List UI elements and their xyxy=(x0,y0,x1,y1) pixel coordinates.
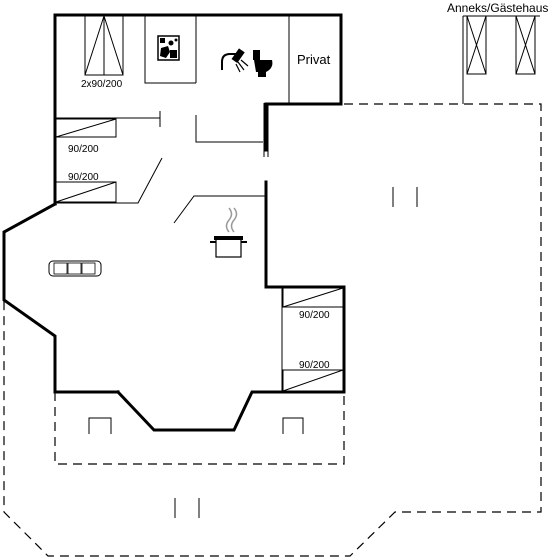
terrace-marker-right xyxy=(392,187,418,207)
bed-top-left xyxy=(55,118,117,138)
bed-mid-left xyxy=(55,181,117,203)
bed-top-left-label: 90/200 xyxy=(68,144,99,155)
bed-right-lower xyxy=(282,369,344,392)
cooking-pot-icon xyxy=(210,207,247,258)
bed-mid-left-label: 90/200 xyxy=(68,172,99,183)
terrace-marker-bottom xyxy=(174,498,200,518)
exterior-walls xyxy=(2,13,346,432)
terrace-chair-right xyxy=(282,417,304,434)
interior-walls xyxy=(55,15,290,392)
terrace-outline xyxy=(3,103,542,557)
bed-right-upper-label: 90/200 xyxy=(299,310,330,321)
annex-label: Anneks/Gästehaus xyxy=(447,1,548,15)
bed-right-upper xyxy=(282,287,344,308)
bed-right-lower-label: 90/200 xyxy=(299,360,330,371)
bed-double xyxy=(84,15,124,76)
washing-machine-icon xyxy=(157,35,180,61)
sofa-icon xyxy=(48,260,102,277)
terrace-chair-left xyxy=(88,417,112,434)
shower-icon xyxy=(221,48,249,73)
bed-double-label: 2x90/200 xyxy=(81,79,123,90)
toilet-icon xyxy=(253,50,273,77)
private-room-label: Privat xyxy=(297,52,331,67)
annex-beds xyxy=(462,15,540,104)
